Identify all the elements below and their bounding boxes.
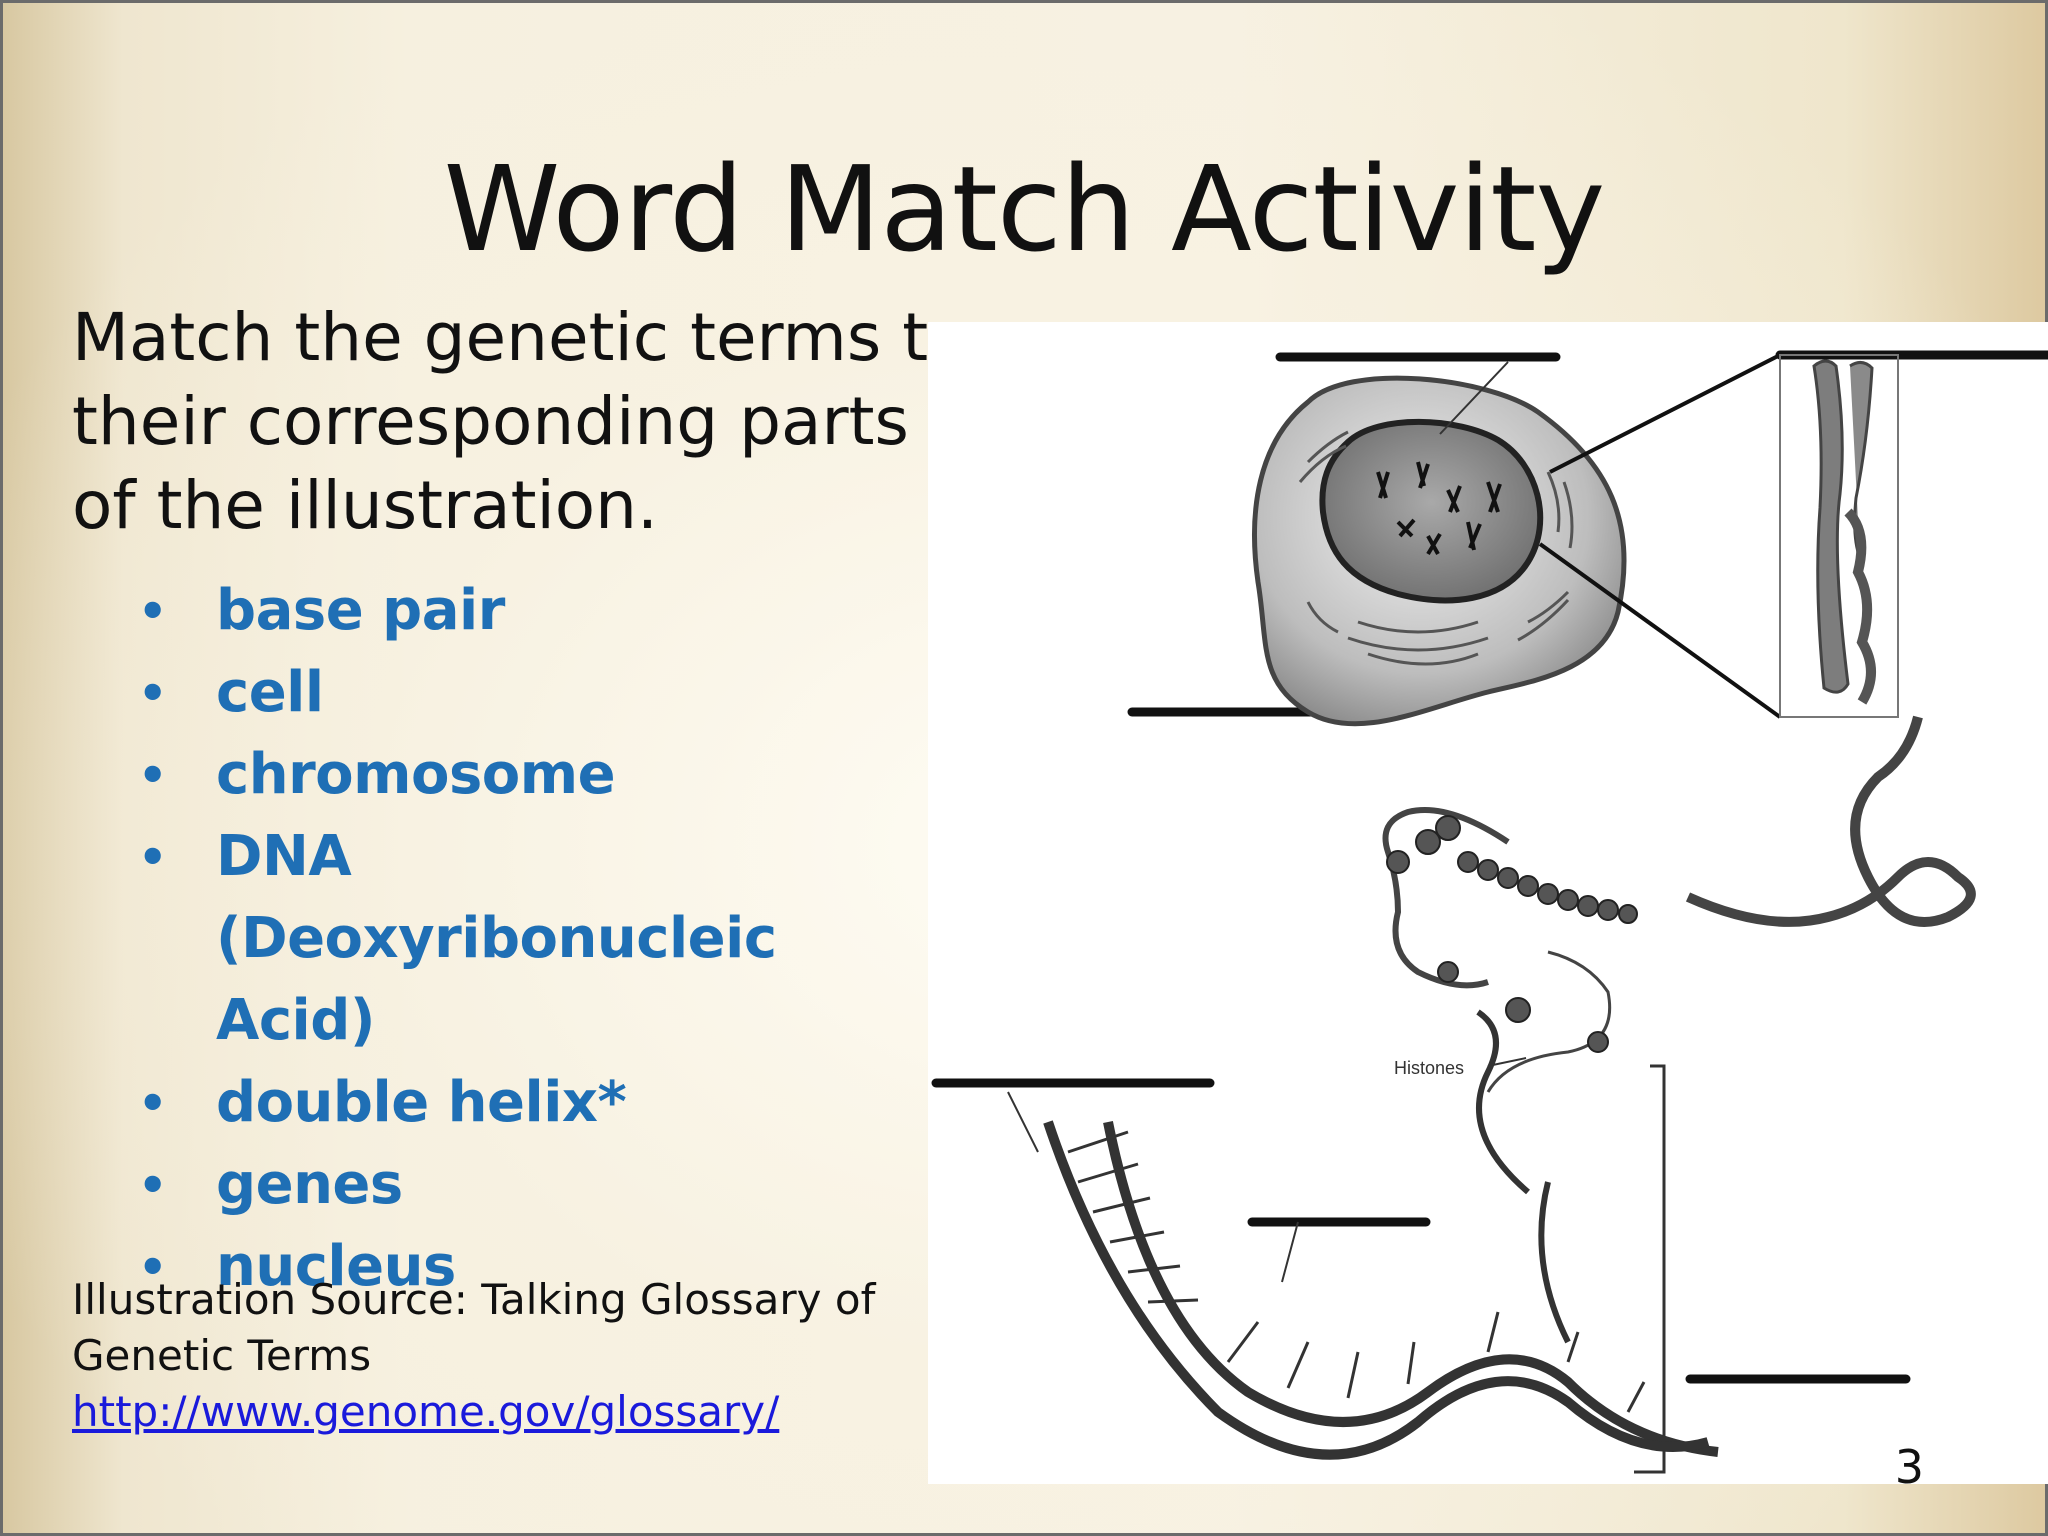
term-label: nucleus bbox=[216, 1234, 456, 1299]
term-item: • genes bbox=[130, 1144, 910, 1226]
bullet-icon: • bbox=[138, 1076, 167, 1130]
term-item: • DNA (Deoxyribonucleic Acid) bbox=[130, 816, 910, 1062]
nucleosome-beads bbox=[1386, 815, 1638, 1053]
double-helix-drawing bbox=[1007, 1009, 1719, 1460]
source-link[interactable]: http://www.genome.gov/glossary/ bbox=[72, 1387, 780, 1436]
bullet-icon: • bbox=[138, 1240, 167, 1294]
bullet-icon: • bbox=[138, 666, 167, 720]
bullet-icon: • bbox=[138, 584, 167, 638]
illustration-svg: Histones bbox=[931, 350, 2048, 1474]
term-label: DNA (Deoxyribonucleic Acid) bbox=[216, 824, 777, 1053]
term-list: • base pair • cell • chromosome • DNA (Deoxy… bbox=[130, 570, 910, 1308]
term-item: • chromosome bbox=[130, 734, 910, 816]
term-label: cell bbox=[216, 660, 324, 725]
chromatin-drawing bbox=[1382, 715, 1976, 1093]
cell-drawing bbox=[1252, 361, 1627, 727]
bullet-icon: • bbox=[138, 1158, 167, 1212]
term-item: • double helix* bbox=[130, 1062, 910, 1144]
illustration-source: Illustration Source: Talking Glossary of… bbox=[72, 1272, 912, 1440]
term-item: • nucleus bbox=[130, 1226, 910, 1308]
term-label: genes bbox=[216, 1152, 403, 1217]
dna-bracket bbox=[1634, 1064, 1666, 1474]
term-label: double helix* bbox=[216, 1070, 627, 1135]
slide-title: Word Match Activity bbox=[443, 140, 1606, 278]
page-number: 3 bbox=[1894, 1440, 1924, 1494]
instructions-text: Match the genetic terms to their corresp… bbox=[72, 299, 969, 544]
source-text: Illustration Source: Talking Glossary of… bbox=[72, 1275, 876, 1380]
histones-label: Histones bbox=[1394, 1058, 1464, 1078]
bullet-icon: • bbox=[138, 748, 167, 802]
term-label: base pair bbox=[216, 578, 505, 643]
term-item: • cell bbox=[130, 652, 910, 734]
genetics-illustration: Histones bbox=[928, 322, 2048, 1484]
chromosome-drawing bbox=[1812, 359, 1876, 705]
bullet-icon: • bbox=[138, 830, 167, 884]
term-label: chromosome bbox=[216, 742, 616, 807]
term-item: • base pair bbox=[130, 570, 910, 652]
